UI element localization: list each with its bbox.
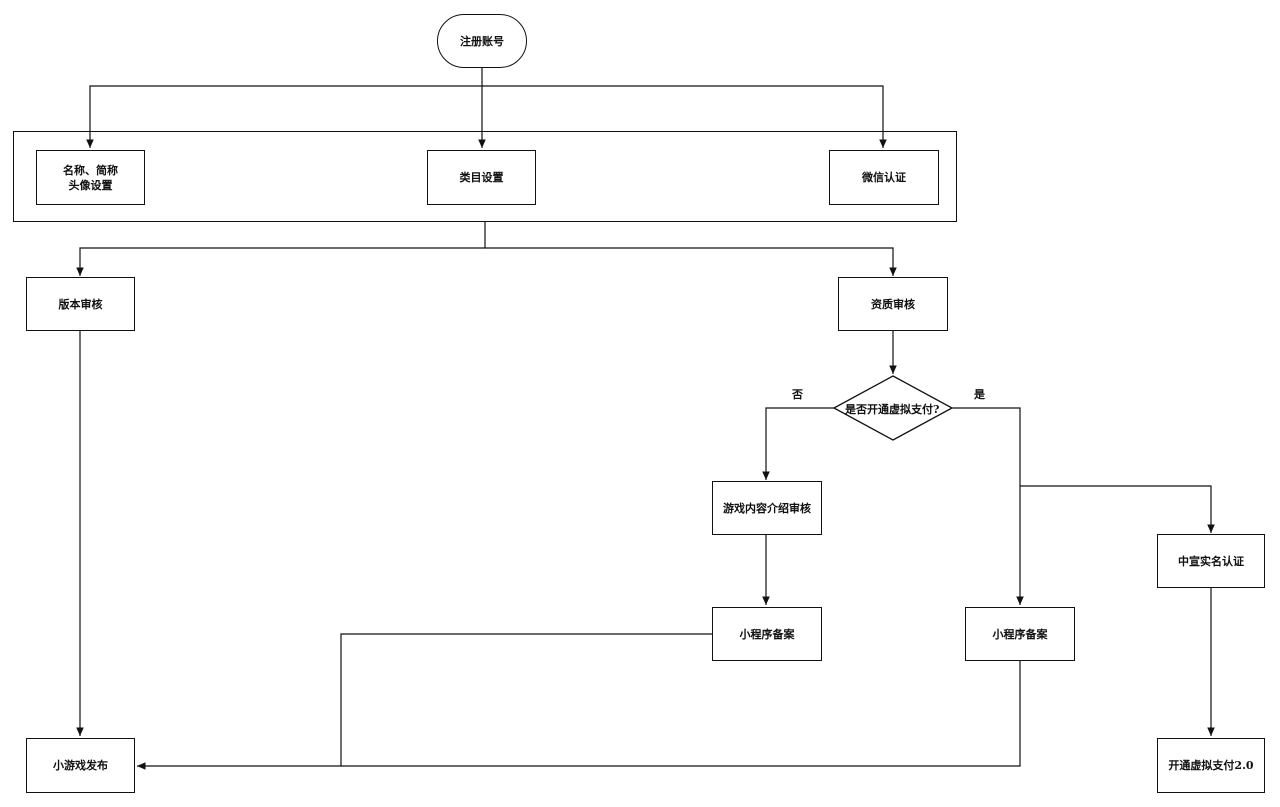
realname-node: 中宣实名认证 bbox=[1157, 534, 1265, 588]
realname-label: 中宣实名认证 bbox=[1178, 554, 1244, 568]
qualification-review-node: 资质审核 bbox=[838, 277, 948, 331]
filing-left-node: 小程序备案 bbox=[712, 607, 822, 661]
filing-left-label: 小程序备案 bbox=[739, 627, 795, 641]
edge-decision-no bbox=[762, 407, 834, 480]
name-setting-label-line1: 名称、简称 bbox=[63, 163, 118, 177]
decision-label: 是否开通虚拟支付? bbox=[845, 403, 940, 416]
category-setting-node: 类目设置 bbox=[427, 150, 536, 205]
name-avatar-node: 名称、简称 头像设置 bbox=[36, 150, 145, 205]
category-setting-label: 类目设置 bbox=[459, 171, 504, 184]
edge-filing-left-to-publish bbox=[137, 633, 712, 770]
edge-register-to-wechat bbox=[482, 85, 887, 148]
edge-decision-yes bbox=[952, 407, 1024, 605]
edge-register-to-name bbox=[86, 85, 482, 148]
edge-group-to-qualification bbox=[485, 247, 897, 276]
qualification-review-label: 资质审核 bbox=[871, 297, 915, 311]
register-label: 注册账号 bbox=[460, 34, 504, 48]
version-review-node: 版本审核 bbox=[26, 277, 135, 331]
wechat-cert-label: 微信认证 bbox=[862, 171, 906, 184]
content-review-label: 游戏内容介绍审核 bbox=[723, 501, 811, 515]
version-review-label: 版本审核 bbox=[58, 297, 103, 311]
register-node: 注册账号 bbox=[437, 14, 527, 68]
edge-yes-to-realname bbox=[1020, 485, 1215, 533]
publish-label: 小游戏发布 bbox=[53, 759, 108, 772]
edge-filing-right-to-publish bbox=[341, 661, 1021, 767]
edge-group-split bbox=[76, 222, 486, 276]
decision-diamond bbox=[832, 375, 954, 441]
content-review-node: 游戏内容介绍审核 bbox=[712, 481, 822, 535]
edge-label-yes: 是 bbox=[974, 388, 985, 401]
setup-group-frame bbox=[13, 131, 957, 222]
open-vpay-node: 开通虚拟支付2.0 bbox=[1157, 738, 1265, 793]
filing-right-label: 小程序备案 bbox=[992, 627, 1048, 641]
publish-node: 小游戏发布 bbox=[26, 738, 135, 793]
name-setting-label-line2: 头像设置 bbox=[68, 178, 113, 192]
open-vpay-label: 开通虚拟支付2.0 bbox=[1168, 759, 1254, 772]
edge-label-no: 否 bbox=[792, 388, 803, 401]
filing-right-node: 小程序备案 bbox=[965, 607, 1075, 661]
wechat-cert-node: 微信认证 bbox=[829, 150, 939, 205]
